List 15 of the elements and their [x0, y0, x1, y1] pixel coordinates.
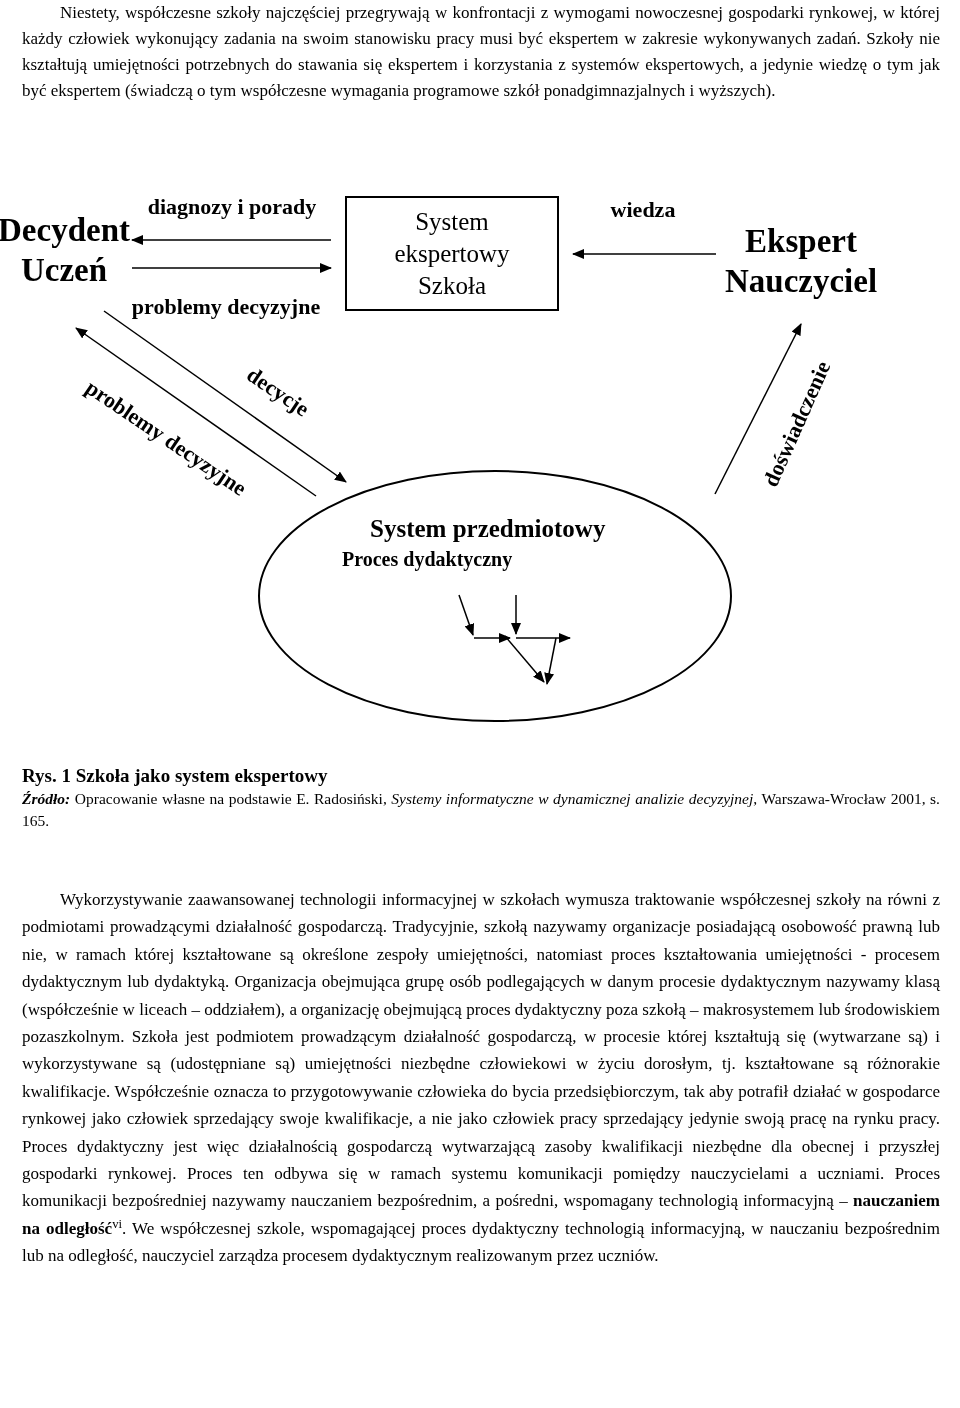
ellipse-title: System przedmiotowy [370, 514, 606, 544]
arrow [131, 235, 332, 245]
source-note: Źródło: Opracowanie własne na podstawie E. Radosiński, Systemy informatyczne w dynamicznej analizie decyzyjnej, Warszawa-Wrocław 2001, s. 165. [22, 789, 940, 831]
paragraph: Wykorzystywanie zaawansowanej technologii informacyjnej w szkołach wymusza traktowanie współczesnej szkoły na równi z podmiotami prowadzącymi działalność gospodarczą. Tradycyjnie, szkołą nazywamy organizacje posiadającą osobowość prawną lub nie, w ramach której kształtowane są określone zespoły umiejętności, natomiast proces kształtowania umiejętności - procesem dydaktycznym lub dydaktyką. Organizacja obejmująca grupę osób podlegających w danym procesie dydaktycznym nazywamy klasą (współcześnie w liceach – oddziałem), a organizację obejmującą proces dydaktyczny poza szkołą – makrosystemem lub środowiskiem pozaszkolnym. Szkoła jest podmiotem prowadzącym działalność gospodarczą, w procesie której kształtują się (wytwarzane są) i wykorzystywane są (udostępniane są) umiejętności niezbędne człowiekowi w życiu dorosłym, tj. kształtowane są różnorakie kwalifikacje. Współcześnie oznacza to przygotowywanie człowieka do bycia przedsiębiorczym, tak aby potrafił działać w gospodarce rynkowej jako człowiek sprzedający swoje kwalifikacje, a nie jako człowiek pracy sprzedający jedynie swoją pracę na rynku pracy. Proces dydaktyczny jest więc działalnością gospodarczą wytwarzającą zasoby kwalifikacji niezbędne dla obecnej i przyszłej gospodarki rynkowej. Proces ten odbywa się w ramach systemu komunikacji pomiędzy nauczycielami a uczniami. Proces komunikacji bezpośredniej nazywamy nauczaniem bezpośrednim, a pośredni, wspomagany technologią informacyjną – nauczaniem na odległość$^{vi}$. We współczesnej szkole, wspomagającej proces dydaktyczny technologią informacyjną, w nauczaniu bezpośrednim lub na odległość, nauczyciel zarządza procesem dydaktycznym realizowanym przez uczniów. [22, 889, 940, 1268]
arrow [103, 310, 347, 483]
figure-caption: Rys. 1 Szkoła jako system ekspertowy [22, 764, 328, 788]
arrow [131, 263, 332, 273]
box-title: System ekspertowy Szkoła [393, 206, 511, 301]
ellipse-subtitle: Proces dydaktyczny [342, 547, 513, 573]
arrow [75, 327, 317, 497]
paragraph: Niestety, współczesne szkoły najczęściej przegrywają w konfrontacji z wymogami nowoczesnej gospodarki rynkowej, w której każdy człowiek wykonujący zadania na swoim stanowisku pracy musi być ekspertem w zakresie wykonywanych zadań. Szkoły nie kształtują umiejętności potrzebnych do stawania się ekspertem i korzystania z systemów ekspertowych, a jedynie wiedzę o tym jak być ekspertem (świadczą o tym współczesne wymagania programowe szkół ponadgimnazjalnych i wyższych). [22, 2, 940, 102]
process-box [345, 196, 559, 311]
arrow [714, 323, 802, 495]
ellipse [258, 470, 732, 722]
arrow [572, 249, 717, 259]
